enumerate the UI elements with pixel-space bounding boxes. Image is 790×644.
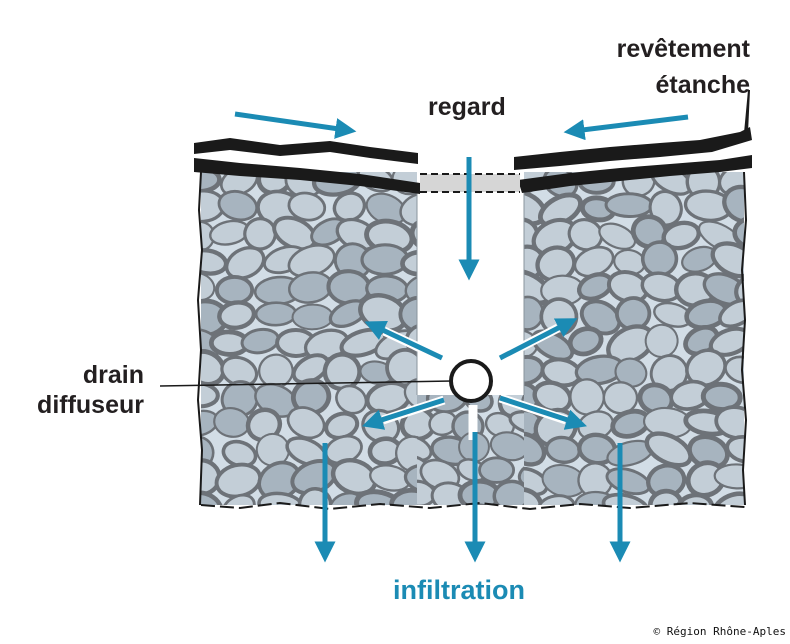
diffusion-arrow-down-right [499,395,587,430]
stone-icon [536,494,577,505]
drain-leader-line [159,380,453,387]
coating-label-line2: étanche [655,71,750,99]
drain-label: drain diffuseur [37,360,144,420]
stone-icon [519,505,560,533]
trench-walls [196,171,748,511]
stone-icon [484,507,517,539]
stone-icon [517,462,524,488]
stone-icon [567,218,604,252]
stone-icon [201,490,224,505]
stone-icon [478,456,516,484]
runoff-arrow-left [234,111,357,139]
coating-label: revêtement étanche [617,34,750,100]
stone-icon [287,191,327,222]
stone-icon [255,432,290,467]
stone-icon [732,214,744,252]
stone-icon [221,493,256,505]
diffusion-arrow-up-right [498,318,578,361]
stone-icon [674,492,715,505]
stone-icon [598,222,637,250]
runoff-arrow-right [563,114,689,141]
copyright-credit: © Région Rhône-Aples [653,625,786,638]
stone-icon [567,326,604,357]
stone-icon [508,410,524,436]
stone-icon [254,301,298,327]
gravel-right [524,172,744,505]
stone-icon [417,434,433,462]
stone-icon [601,492,650,505]
stone-icon [335,384,368,415]
stone-icon [224,245,266,280]
stone-icon [743,380,744,413]
diffusion-arrow-up-left [364,320,444,361]
stone-icon [524,431,547,467]
stone-icon [409,218,417,254]
stone-icon [257,491,304,505]
stone-icon [201,172,222,194]
manhole-shaft [416,190,525,395]
stone-icon [395,435,417,473]
drain-label-line2: diffuseur [37,391,144,419]
stone-icon [644,323,679,358]
flow-arrows [234,111,689,563]
coating-label-line1: revêtement [616,35,750,63]
diffusion-arrow-down-left [361,397,445,430]
stone-icon [644,431,693,468]
stone-icon [711,491,744,505]
manhole-label: regard [428,93,506,121]
stone-icon [722,184,744,224]
stone-icon [708,326,744,357]
stone-icon [214,275,255,306]
stone-icon [734,271,744,310]
stone-icon [403,377,417,413]
waterproof-coating [194,90,752,194]
stone-icon [713,463,744,490]
stone-icon [710,241,744,279]
stone-icon [419,503,463,539]
stone-icon [524,487,544,505]
stone-icon [399,192,417,227]
stone-icon [291,303,334,331]
stone-icon [718,298,744,329]
stone-icon [388,487,417,505]
stone-icon [201,349,227,387]
infiltration-label: infiltration [393,575,525,605]
stone-icon [403,463,417,495]
stone-icon [400,249,417,277]
drain-pipe [449,359,493,403]
drain-label-line1: drain [82,361,144,389]
stone-icon [286,406,326,440]
stone-icon [201,381,220,409]
stone-icon [322,352,362,392]
stone-icon [492,479,524,505]
stone-icon [201,271,216,302]
stone-icon [398,295,417,334]
stone-icon [217,189,259,222]
stone-icon [604,192,654,218]
stone-icon [217,300,257,330]
